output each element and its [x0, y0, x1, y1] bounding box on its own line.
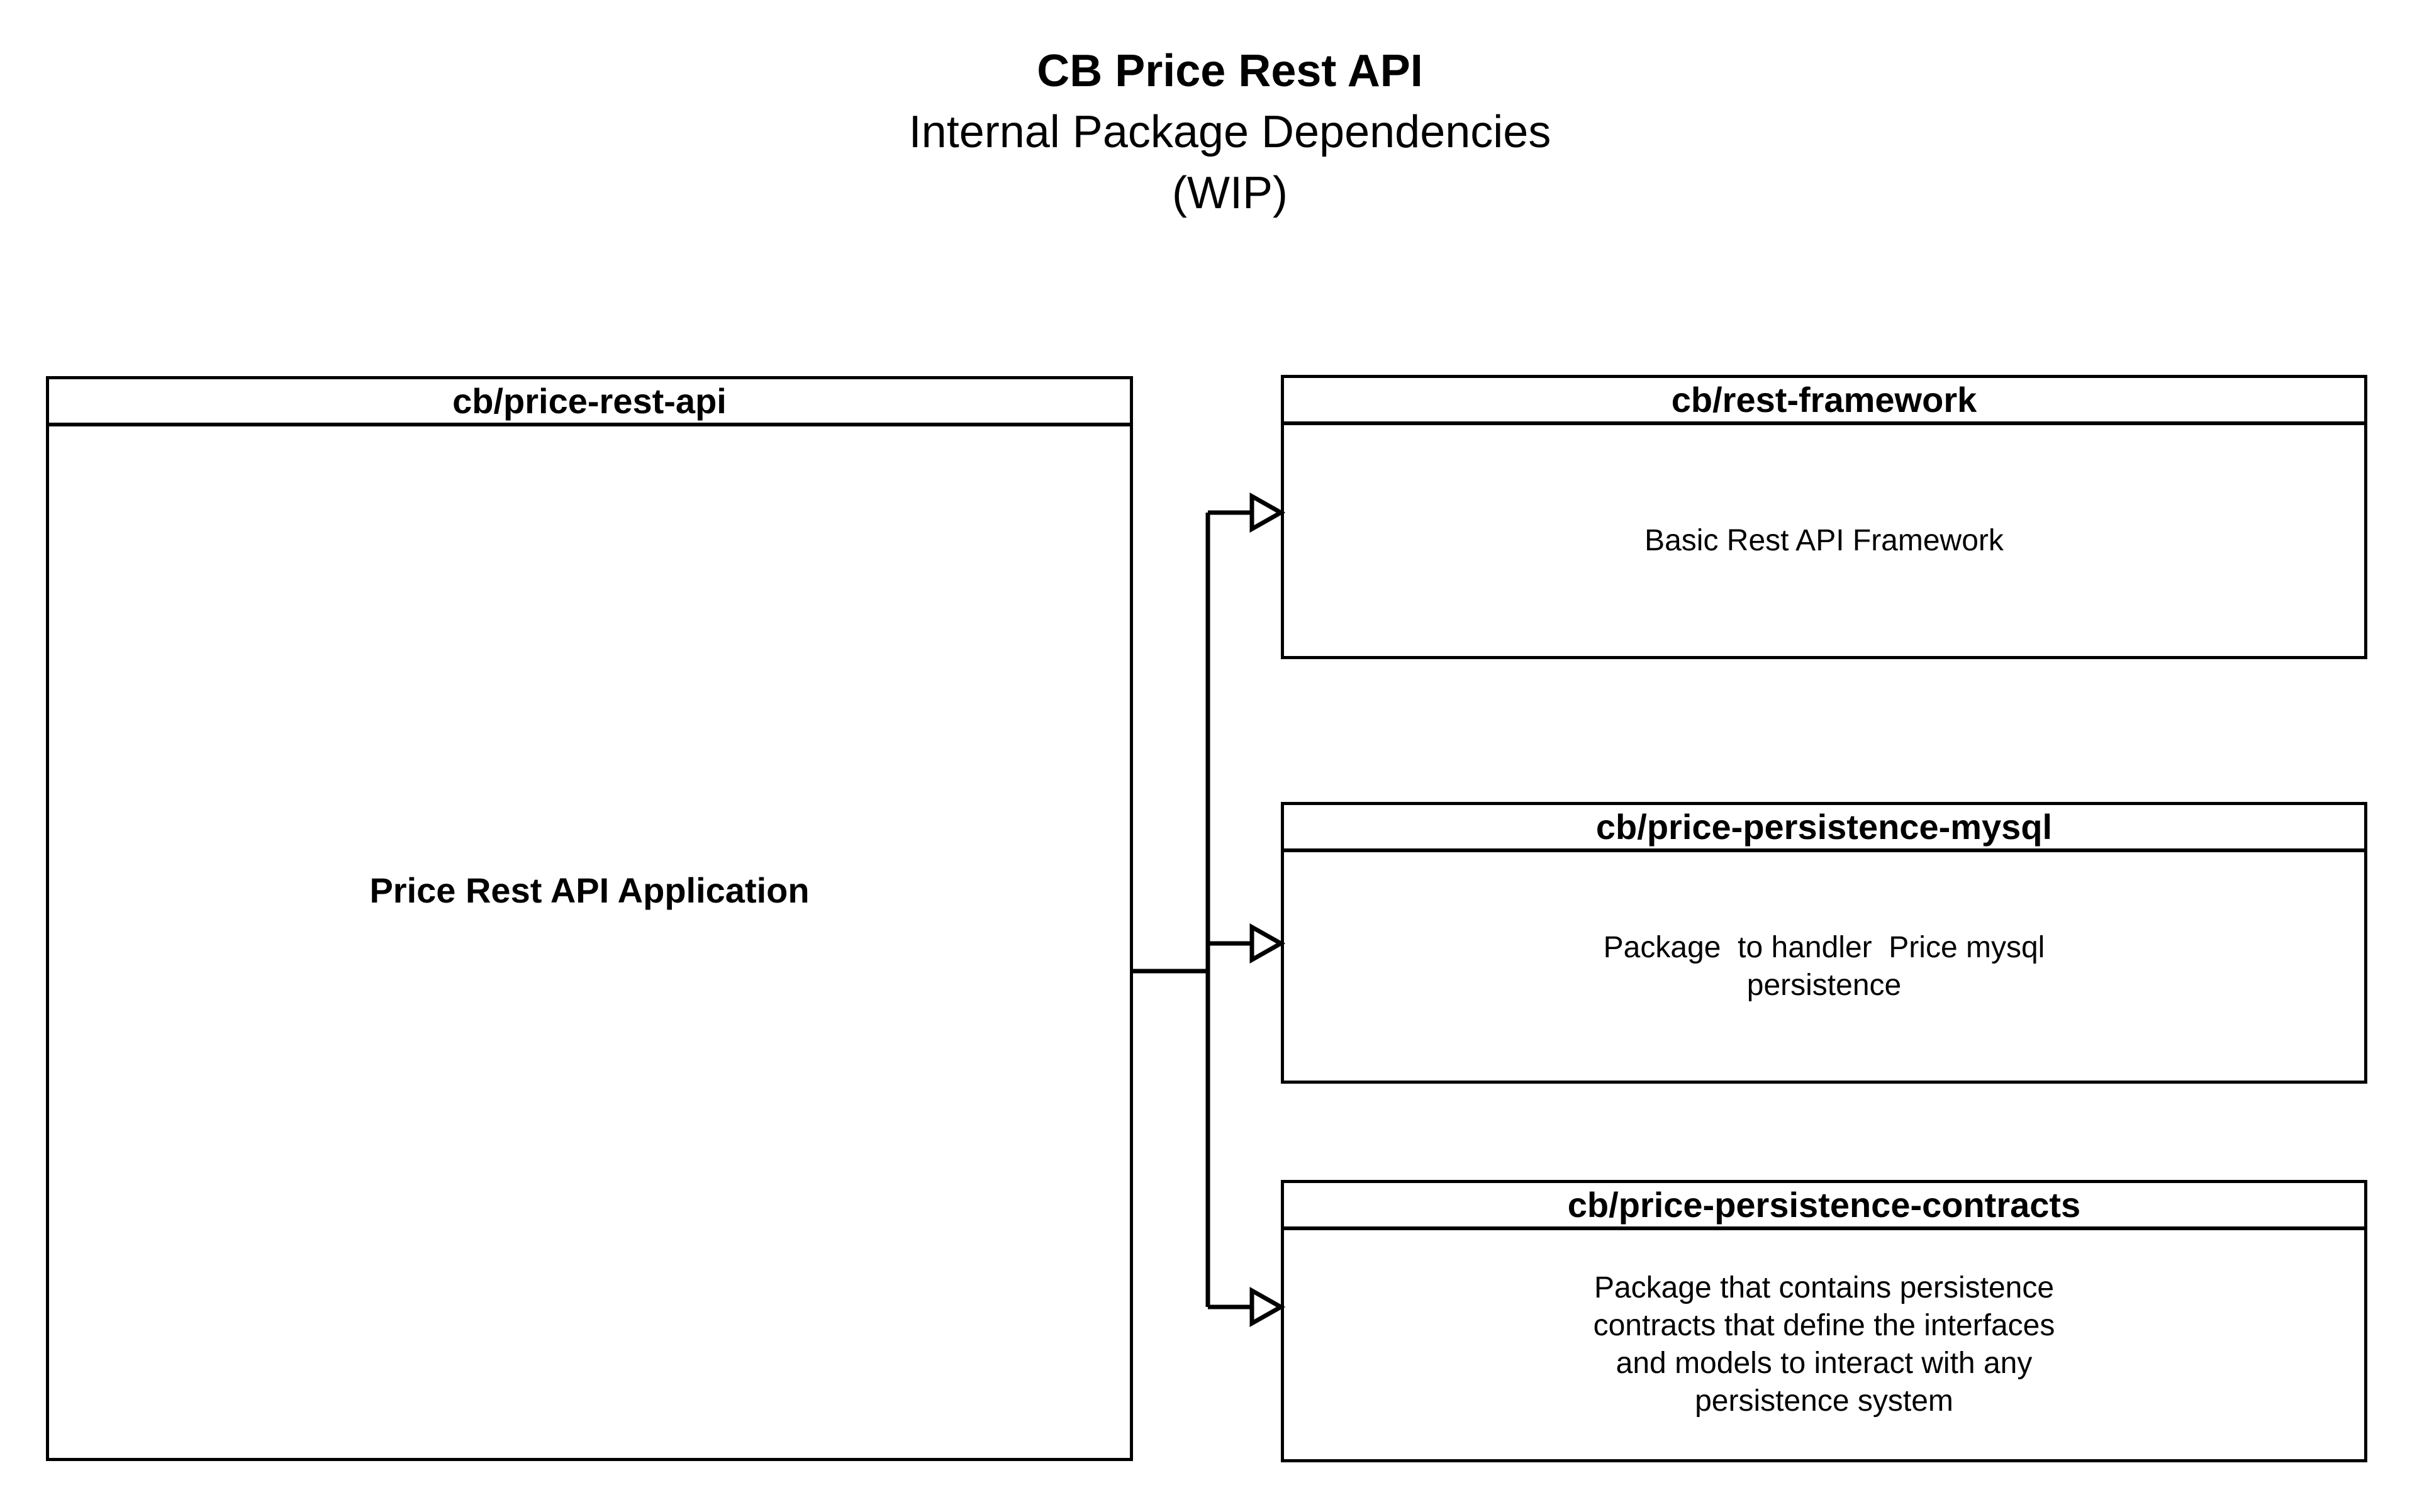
package-header-rest-framework: cb/rest-framework [1284, 378, 2364, 425]
package-description-price-persistence-contracts: Package that contains persistence contra… [1593, 1271, 2055, 1418]
diagram-title: CB Price Rest API Internal Package Depen… [664, 41, 1796, 224]
open-arrowhead-price-persistence-mysql-icon [1249, 923, 1286, 964]
title-line-2: Internal Package Dependencies [908, 107, 1551, 157]
package-description-rest-framework: Basic Rest API Framework [1644, 523, 2004, 557]
package-header-price-persistence-contracts: cb/price-persistence-contracts [1284, 1183, 2364, 1230]
package-description-price-persistence-mysql: Package to handler Price mysql persisten… [1603, 930, 2045, 1002]
package-box-price-rest-api: cb/price-rest-api Price Rest API Applica… [46, 376, 1133, 1461]
title-line-1: CB Price Rest API [1037, 46, 1423, 96]
package-header-price-rest-api: cb/price-rest-api [49, 379, 1130, 426]
package-box-price-persistence-mysql: cb/price-persistence-mysql Package to ha… [1281, 802, 2367, 1084]
package-header-price-persistence-mysql: cb/price-persistence-mysql [1284, 805, 2364, 852]
package-box-rest-framework: cb/rest-framework Basic Rest API Framewo… [1281, 375, 2367, 659]
open-arrowhead-rest-framework-icon [1249, 492, 1286, 533]
title-line-3: (WIP) [1172, 168, 1288, 218]
package-box-price-persistence-contracts: cb/price-persistence-contracts Package t… [1281, 1180, 2367, 1462]
open-arrowhead-price-persistence-contracts-icon [1249, 1287, 1286, 1327]
package-description-price-rest-api: Price Rest API Application [369, 870, 810, 910]
